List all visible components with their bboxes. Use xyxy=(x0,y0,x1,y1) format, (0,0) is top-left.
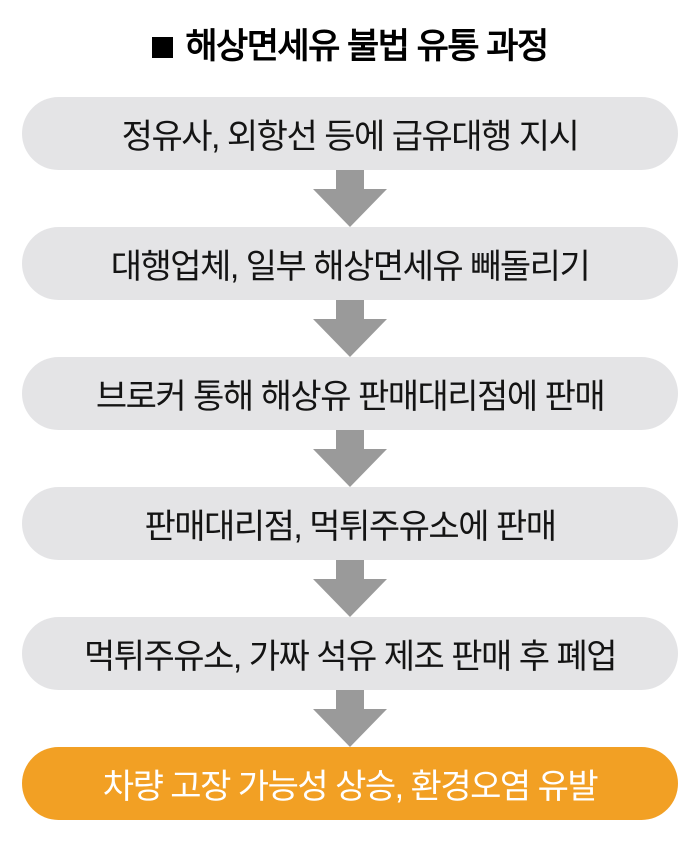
down-arrow-head xyxy=(313,578,387,617)
flowchart: 정유사, 외항선 등에 급유대행 지시 대행업체, 일부 해상면세유 빼돌리기 … xyxy=(0,96,700,820)
down-arrow-icon xyxy=(313,169,387,227)
down-arrow-icon xyxy=(313,429,387,487)
page-title: 해상면세유 불법 유통 과정 xyxy=(152,27,549,67)
down-arrow-stem xyxy=(336,429,364,449)
down-arrow-stem xyxy=(336,689,364,709)
flow-step-2: 대행업체, 일부 해상면세유 빼돌리기 xyxy=(22,226,678,300)
down-arrow-stem xyxy=(336,169,364,189)
flow-step-4: 판매대리점, 먹튀주유소에 판매 xyxy=(22,486,678,560)
down-arrow-icon xyxy=(313,559,387,617)
down-arrow-stem xyxy=(336,299,364,319)
square-bullet-icon xyxy=(152,36,174,58)
flow-step-3: 브로커 통해 해상유 판매대리점에 판매 xyxy=(22,356,678,430)
down-arrow-head xyxy=(313,448,387,487)
page-title-text: 해상면세유 불법 유통 과정 xyxy=(185,27,549,66)
flow-step-1: 정유사, 외항선 등에 급유대행 지시 xyxy=(22,96,678,170)
down-arrow-head xyxy=(313,188,387,227)
down-arrow-icon xyxy=(313,689,387,747)
down-arrow-head xyxy=(313,318,387,357)
flow-step-5: 먹튀주유소, 가짜 석유 제조 판매 후 폐업 xyxy=(22,616,678,690)
down-arrow-head xyxy=(313,708,387,747)
down-arrow-stem xyxy=(336,559,364,579)
down-arrow-icon xyxy=(313,299,387,357)
flow-step-6-result: 차량 고장 가능성 상승, 환경오염 유발 xyxy=(22,746,678,820)
